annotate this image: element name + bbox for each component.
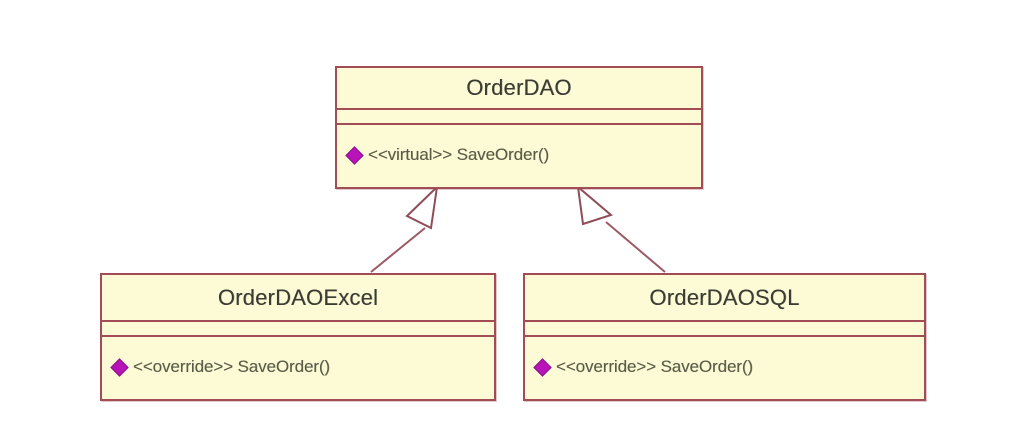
method-diamond-icon — [533, 357, 552, 377]
operation-label: <<virtual>> SaveOrder() — [368, 145, 550, 164]
class-operations-compartment-orderdaoexcel: <<override>> SaveOrder() — [102, 337, 494, 397]
method-diamond-icon — [345, 145, 364, 165]
class-attributes-compartment-orderdaosql — [525, 322, 924, 337]
class-box-orderdaoexcel[interactable]: OrderDAOExcel <<override>> SaveOrder() — [100, 273, 496, 401]
class-name-compartment-orderdaoexcel: OrderDAOExcel — [102, 275, 494, 322]
class-box-orderdao[interactable]: OrderDAO <<virtual>> SaveOrder() — [335, 66, 703, 189]
operation-row[interactable]: <<override>> SaveOrder() — [110, 357, 330, 377]
generalization-excel-to-orderdao — [370, 184, 439, 273]
class-attributes-compartment-orderdao — [337, 110, 701, 125]
class-attributes-compartment-orderdaoexcel — [102, 322, 494, 337]
generalization-arrowhead-excel — [405, 184, 439, 230]
class-operations-compartment-orderdao: <<virtual>> SaveOrder() — [337, 125, 701, 185]
method-diamond-icon — [110, 357, 129, 377]
class-operations-compartment-orderdaosql: <<override>> SaveOrder() — [525, 337, 924, 397]
class-name-orderdao: OrderDAO — [466, 75, 572, 100]
generalization-sql-to-orderdao — [576, 184, 666, 273]
operation-row[interactable]: <<virtual>> SaveOrder() — [345, 145, 550, 165]
class-name-orderdaoexcel: OrderDAOExcel — [217, 284, 379, 310]
class-box-orderdaosql[interactable]: OrderDAOSQL <<override>> SaveOrder() — [523, 273, 926, 401]
class-name-compartment-orderdaosql: OrderDAOSQL — [525, 275, 924, 322]
operation-label: <<override>> SaveOrder() — [556, 357, 753, 376]
class-name-compartment-orderdao: OrderDAO — [337, 68, 701, 110]
generalization-arrowhead-sql — [576, 184, 614, 226]
generalization-line-excel — [370, 227, 426, 273]
operation-label: <<override>> SaveOrder() — [133, 357, 330, 376]
operation-row[interactable]: <<override>> SaveOrder() — [533, 357, 753, 377]
generalization-line-sql — [605, 221, 666, 273]
class-name-orderdaosql: OrderDAOSQL — [649, 284, 800, 310]
